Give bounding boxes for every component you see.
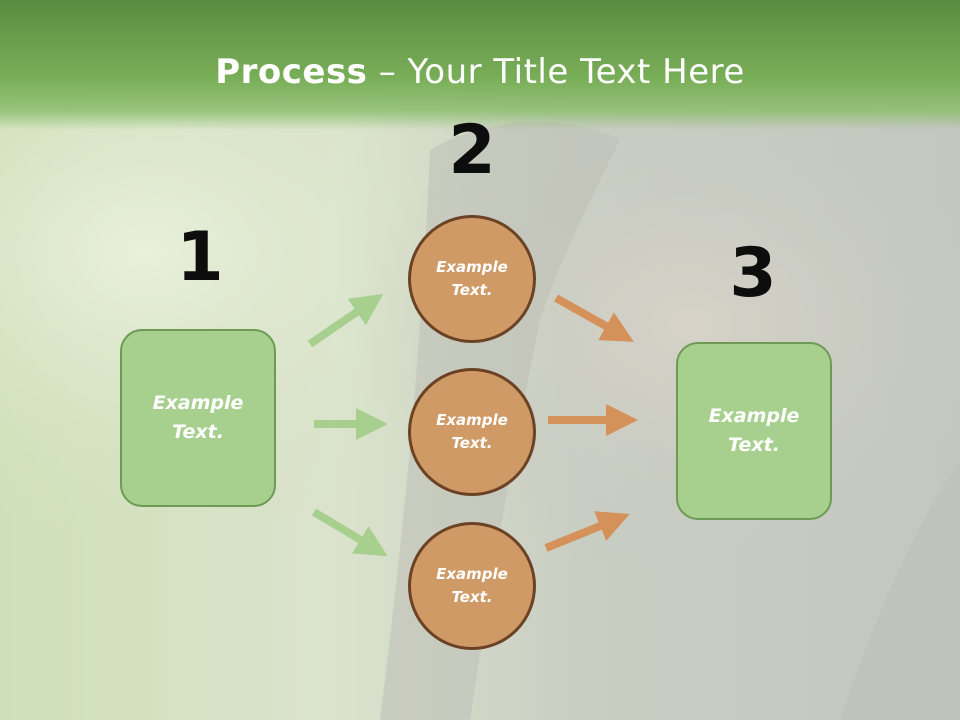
circle-middle-line1: Example: [436, 411, 508, 429]
title-bold: Process: [215, 52, 368, 92]
arrow-green-down: [311, 508, 388, 557]
header-band: [0, 0, 960, 130]
circle-top-line1: Example: [436, 258, 508, 276]
step-number-3: 3: [729, 234, 777, 313]
title-rest: – Your Title Text Here: [367, 52, 745, 92]
circle-top-line2: Text.: [451, 281, 493, 299]
box-left-line1: Example: [152, 392, 244, 414]
circle-middle-line2: Text.: [451, 434, 493, 452]
box-right-line2: Text.: [728, 434, 780, 456]
step-number-2: 2: [448, 111, 496, 190]
arrow-orange-up: [544, 511, 630, 552]
circle-bottom-line1: Example: [436, 565, 508, 583]
page-title: Process – Your Title Text Here: [0, 52, 960, 92]
step-number-1: 1: [176, 218, 224, 297]
arrow-green-up: [307, 293, 384, 348]
circle-bottom-line2: Text.: [451, 588, 493, 606]
box-left-line2: Text.: [172, 421, 224, 443]
arrow-orange-down: [554, 294, 634, 342]
box-right-line1: Example: [708, 405, 800, 427]
